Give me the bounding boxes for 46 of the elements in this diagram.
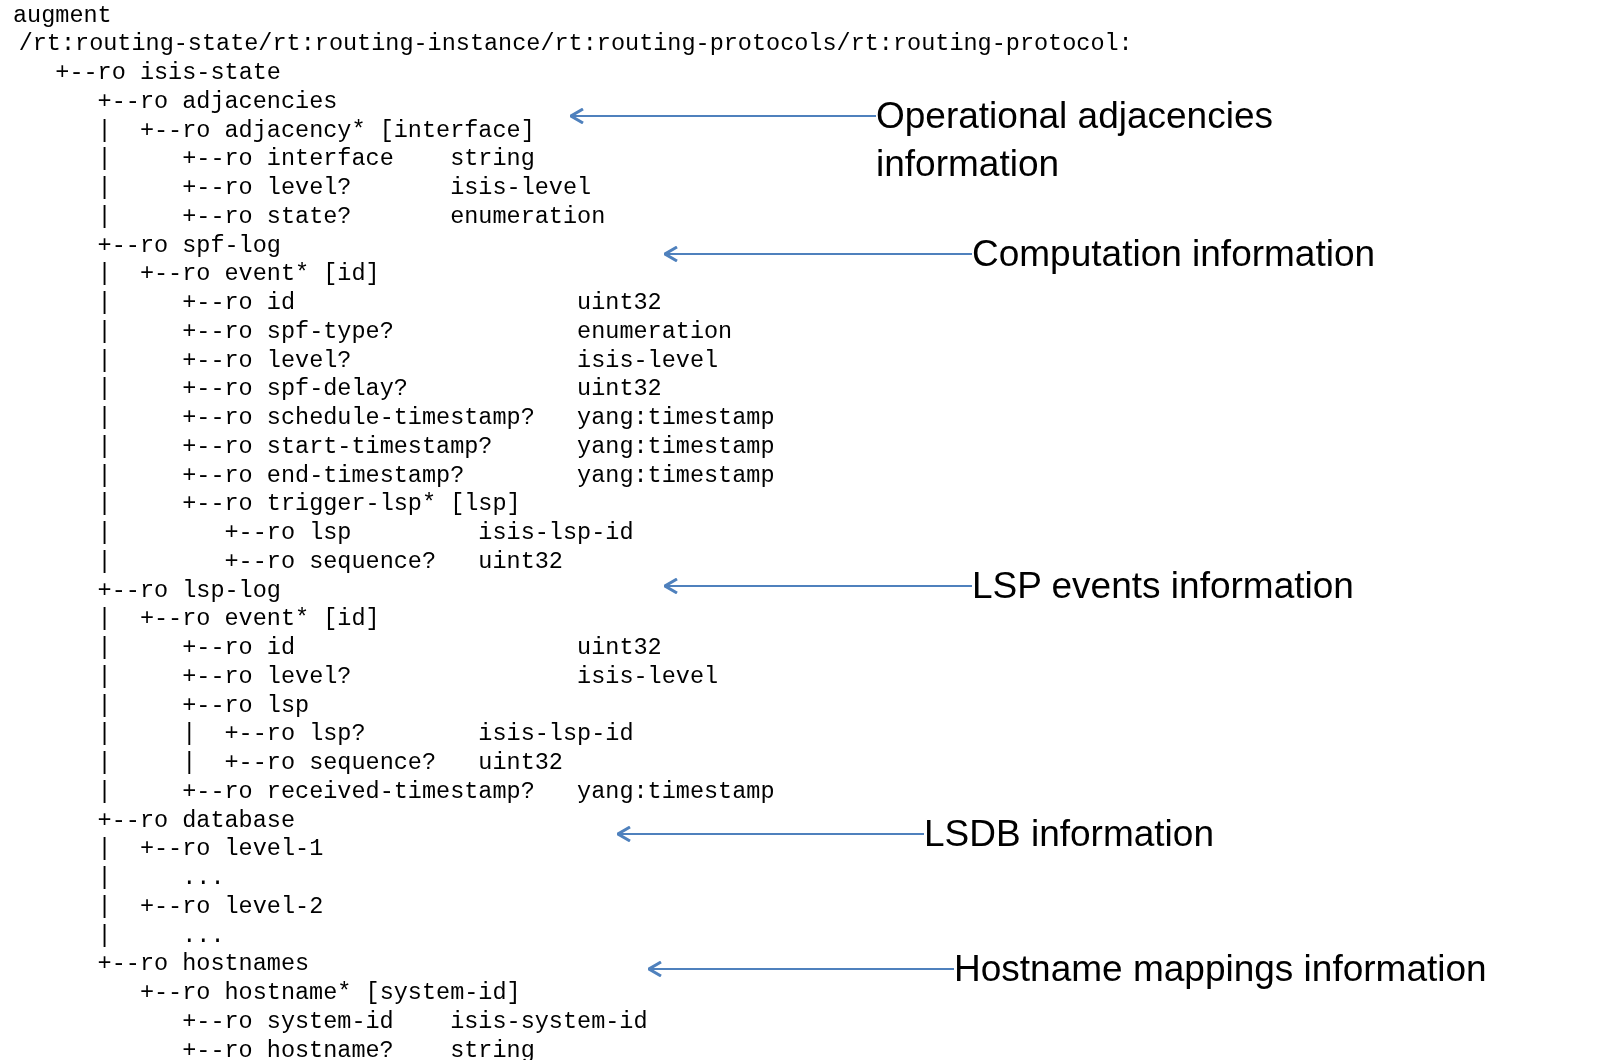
- tree-line: | +--ro level? isis-level: [97, 174, 592, 202]
- tree-line: | +--ro end-timestamp? yang:timestamp: [97, 461, 775, 490]
- tree-line: | +--ro id uint32: [97, 634, 662, 662]
- tree-line: +--ro adjacencies: [97, 87, 338, 116]
- callout-text: LSP events information: [972, 562, 1354, 610]
- arrow: [569, 107, 877, 125]
- tree-line: | +--ro lsp: [97, 691, 310, 720]
- tree-line: | | +--ro lsp? isis-lsp-id: [97, 720, 634, 749]
- tree-line: | +--ro event* [id]: [97, 260, 380, 289]
- tree-line: | +--ro adjacency* [interface]: [97, 116, 535, 145]
- callout-text: Hostname mappings information: [954, 945, 1487, 993]
- tree-line: | +--ro state? enumeration: [97, 202, 606, 231]
- tree-line: | +--ro sequence? uint32: [97, 547, 563, 576]
- tree-line: | +--ro start-timestamp? yang:timestamp: [97, 432, 775, 461]
- tree-line: | +--ro spf-delay? uint32: [97, 375, 662, 404]
- tree-line: | +--ro event* [id]: [97, 605, 380, 634]
- tree-line: | +--ro schedule-timestamp? yang:timestamp: [97, 404, 775, 432]
- callout-text: LSDB information: [924, 810, 1214, 858]
- tree-line: +--ro isis-state: [55, 59, 281, 87]
- tree-line: +--ro database: [97, 806, 296, 835]
- tree-line: +--ro spf-log: [97, 231, 281, 260]
- tree-line: | +--ro trigger-lsp* [lsp]: [97, 490, 521, 519]
- callout-text: Computation information: [972, 230, 1376, 278]
- tree-line: | +--ro interface string: [97, 145, 535, 174]
- tree-line: | +--ro received-timestamp? yang:timestamp: [97, 777, 775, 806]
- tree-line: | +--ro spf-type? enumeration: [97, 317, 733, 346]
- tree-line: | +--ro level? isis-level: [97, 662, 719, 691]
- tree-line: /rt:routing-state/rt:routing-instance/rt:routing-protocols/rt:routing-protocol:: [18, 30, 1133, 59]
- tree-line: | | +--ro sequence? uint32: [97, 749, 563, 777]
- tree-line: +--ro hostname* [system-id]: [139, 979, 521, 1007]
- arrow: [616, 825, 925, 843]
- tree-line: | ...: [97, 921, 225, 950]
- tree-line: | +--ro id uint32: [97, 289, 662, 317]
- arrow: [647, 960, 955, 978]
- arrow: [663, 245, 973, 263]
- tree-line: augment: [13, 1, 112, 30]
- tree-line: | +--ro level? isis-level: [97, 346, 719, 375]
- tree-line: | +--ro level-2: [97, 892, 324, 921]
- callout-text: Operational adjacencies information: [876, 92, 1356, 188]
- tree-line: +--ro lsp-log: [97, 576, 281, 605]
- arrow: [663, 577, 973, 595]
- tree-line: | +--ro level-1: [97, 835, 324, 864]
- tree-line: +--ro hostnames: [97, 950, 310, 979]
- tree-line: +--ro system-id isis-system-id: [182, 1007, 648, 1036]
- tree-line: | +--ro lsp isis-lsp-id: [97, 519, 634, 547]
- tree-line: | ...: [97, 864, 225, 892]
